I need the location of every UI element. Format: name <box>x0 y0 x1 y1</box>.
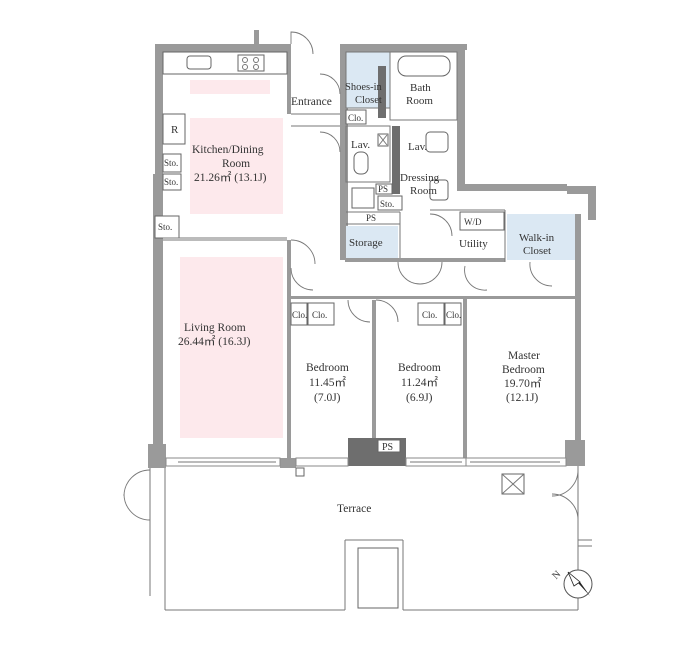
bedroom2-closet-a: Clo. <box>422 310 437 320</box>
living-label-2: 26.44㎡ (16.3J) <box>178 335 251 348</box>
bedroom1-closet-b: Clo. <box>312 310 327 320</box>
bedroom2-label-1: Bedroom <box>398 362 441 374</box>
walk-in-closet-label-1: Walk-in <box>519 232 555 244</box>
kitchen-label-2: Room <box>222 158 250 170</box>
lav-right-label: Lav. <box>408 141 427 153</box>
storage-label: Storage <box>349 237 383 249</box>
dressing-room-label-2: Room <box>410 185 437 197</box>
entrance-label: Entrance <box>291 96 332 108</box>
shoes-closet-label-1: Shoes-in <box>345 82 383 93</box>
kitchen-storage-1: Sto. <box>164 158 178 168</box>
terrace-windows <box>165 457 567 467</box>
dressing-room-label-1: Dressing <box>400 172 440 184</box>
refrigerator-box <box>162 113 186 145</box>
dressing-storage: Sto. <box>380 199 394 209</box>
bedroom2-closet-b: Clo. <box>446 310 461 320</box>
living-label-1: Living Room <box>184 322 246 334</box>
living-storage: Sto. <box>158 222 172 232</box>
kitchen-label-1: Kitchen/Dining <box>192 144 264 156</box>
bedroom1-closet-a: Clo. <box>292 310 307 320</box>
ps-small-1: PS <box>378 184 388 194</box>
bedroom2-label-2: 11.24㎡ <box>401 376 438 389</box>
bedroom1-label-1: Bedroom <box>306 362 349 374</box>
bath-room-label-1: Bath <box>410 82 431 94</box>
entrance-closet: Clo. <box>348 113 363 123</box>
shoes-closet-label-2: Closet <box>355 95 382 106</box>
kitchen-storage-2: Sto. <box>164 177 178 187</box>
kitchen-counter <box>162 51 288 75</box>
north-compass: N <box>550 569 593 599</box>
ps-small-2: PS <box>366 213 376 223</box>
terrace-outline <box>123 466 592 611</box>
master-bedroom-label-2: Bedroom <box>502 364 545 376</box>
storage-highlight <box>346 226 398 258</box>
bedroom1-label-2: 11.45㎡ <box>309 376 346 389</box>
walk-in-closet-label-2: Closet <box>523 245 551 257</box>
living-highlight <box>180 257 283 438</box>
bedroom1-label-3: (7.0J) <box>314 392 341 404</box>
master-bedroom-label-4: (12.1J) <box>506 392 538 404</box>
compass-north-label: N <box>550 569 563 582</box>
bedroom2-label-3: (6.9J) <box>406 392 433 404</box>
utility-label: Utility <box>459 238 488 250</box>
master-bedroom-label-1: Master <box>508 350 540 362</box>
kitchen-highlight <box>190 118 283 214</box>
bath-room-label-2: Room <box>406 95 433 107</box>
master-bedroom-label-3: 19.70㎡ <box>504 377 542 390</box>
walk-in-closet-highlight <box>507 214 575 260</box>
terrace-label: Terrace <box>337 503 371 515</box>
refrigerator-label: R <box>171 124 179 136</box>
kitchen-label-3: 21.26㎡ (13.1J) <box>194 171 267 184</box>
outer-walls <box>148 30 596 468</box>
washer-dryer-label: W/D <box>464 217 482 227</box>
kitchen-counter-highlight <box>190 80 270 94</box>
lav-left-label: Lav. <box>351 139 370 151</box>
bottom-ps-label: PS <box>382 442 393 453</box>
